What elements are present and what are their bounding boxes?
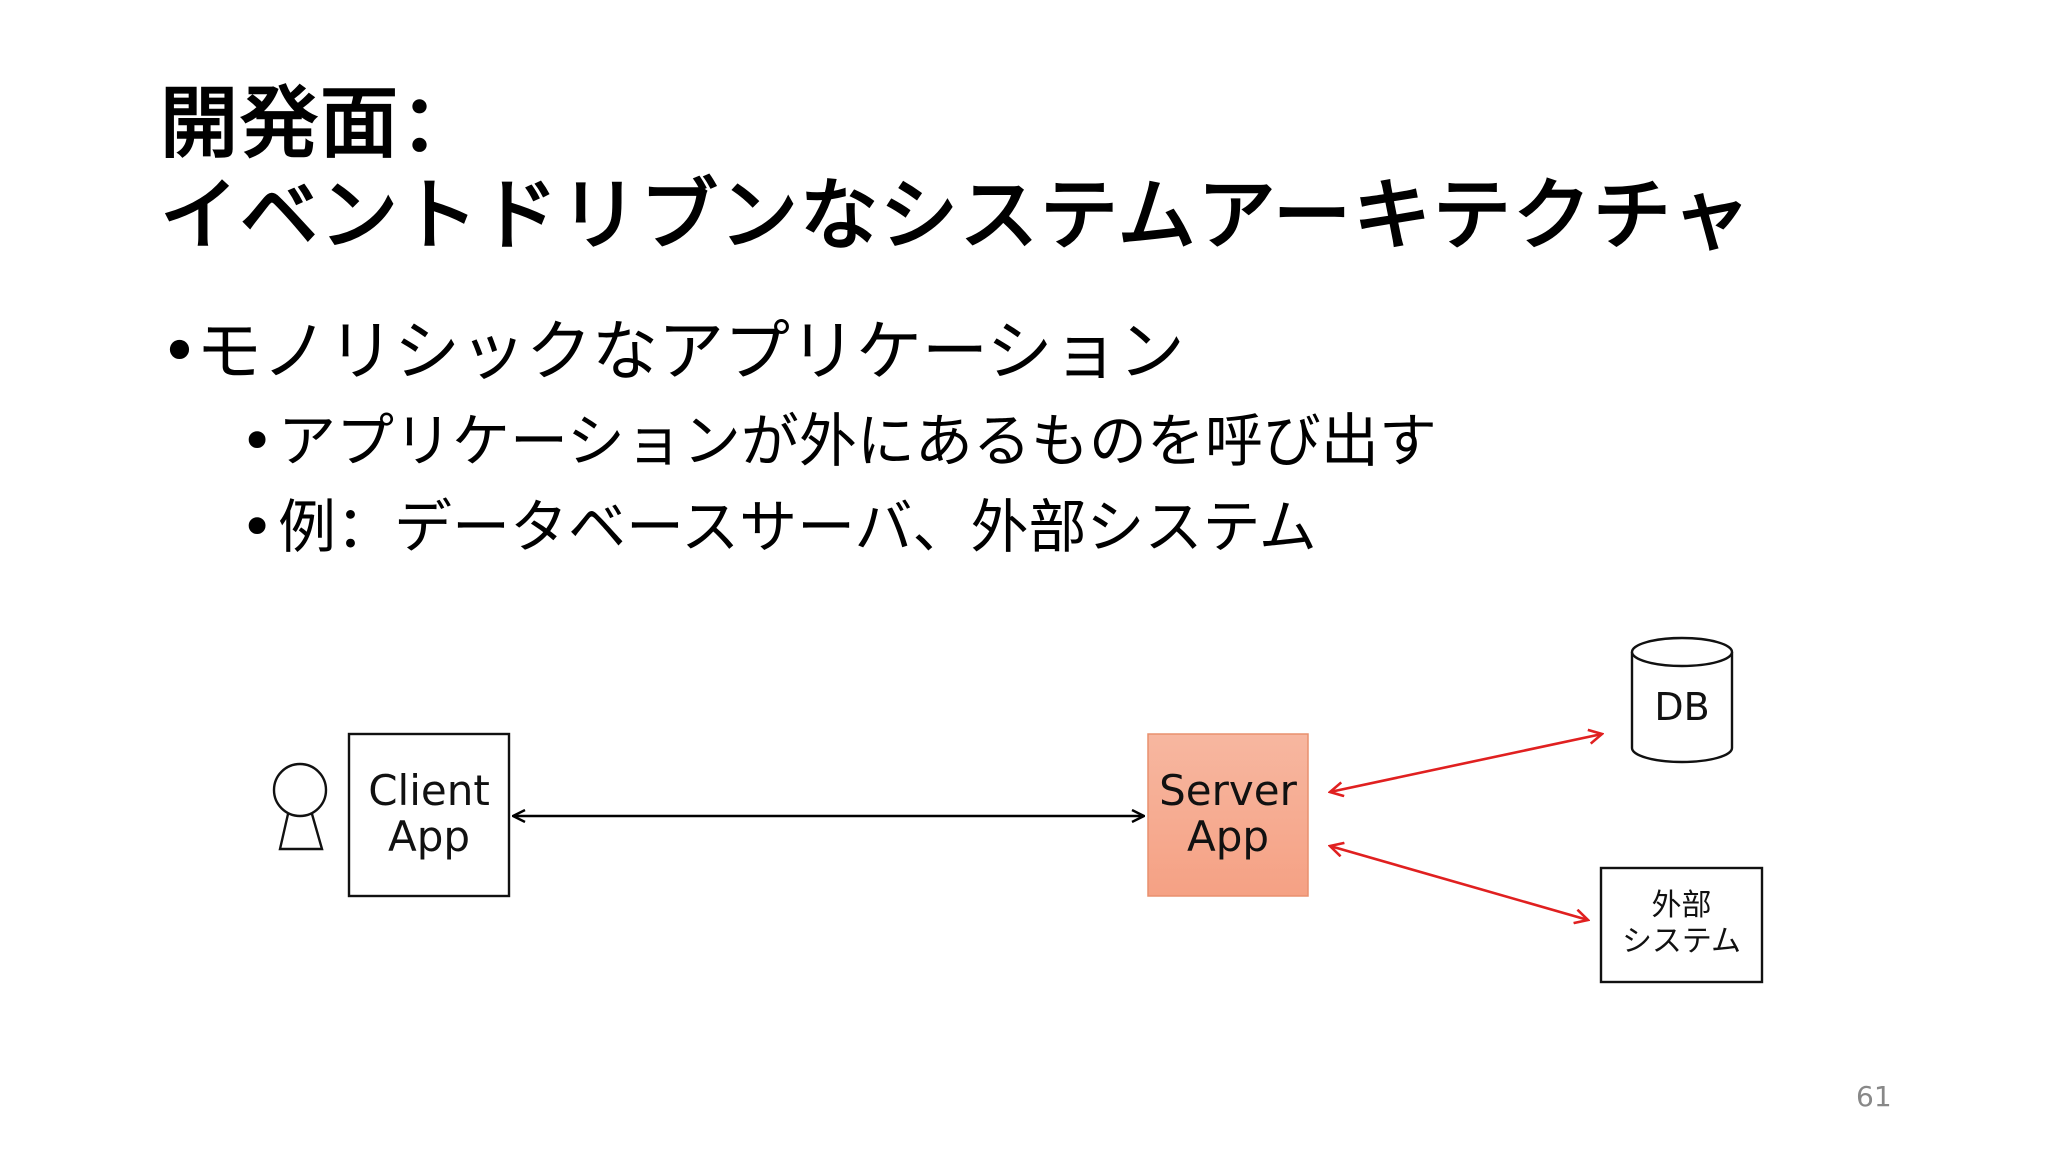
bullet-item-level1: • モノリシックなアプリケーション xyxy=(160,312,1437,392)
external-system-label: 外部 システム xyxy=(1601,888,1762,960)
bullet-dot: • xyxy=(240,493,275,561)
slide-title: 開発面： イベントドリブンなシステムアーキテクチャ xyxy=(160,78,1752,262)
bullet-list: • モノリシックなアプリケーション • アプリケーションが外にあるものを呼び出す… xyxy=(160,312,1437,570)
db-label: DB xyxy=(1632,685,1732,729)
server-label-line2: App xyxy=(1186,812,1270,861)
bullet-text: 例：データベースサーバ、外部システム xyxy=(278,493,1317,561)
server-external-arrow xyxy=(1330,846,1588,920)
external-system-box xyxy=(1599,866,1764,984)
user-icon xyxy=(272,762,328,851)
db-label-text: DB xyxy=(1654,685,1710,729)
database-cylinder-icon xyxy=(1630,636,1734,764)
bullet-text: アプリケーションが外にあるものを呼び出す xyxy=(278,407,1437,475)
client-label-line1: Client xyxy=(368,766,490,815)
bullet-item-level2: • 例：データベースサーバ、外部システム xyxy=(160,484,1437,570)
client-label-line2: App xyxy=(387,812,471,861)
page-number: 61 xyxy=(1856,1080,1892,1113)
client-app-box xyxy=(347,732,511,898)
server-db-arrow xyxy=(1330,734,1602,792)
title-line-1: 開発面： xyxy=(160,79,481,169)
bullet-dot: • xyxy=(160,313,199,390)
bullet-item-level2: • アプリケーションが外にあるものを呼び出す xyxy=(160,398,1437,484)
server-app-label: Server App xyxy=(1148,768,1308,860)
server-app-box xyxy=(1147,733,1309,897)
server-label-line1: Server xyxy=(1159,766,1297,815)
title-line-2: イベントドリブンなシステムアーキテクチャ xyxy=(160,171,1753,261)
external-label-line2: システム xyxy=(1621,924,1742,959)
client-app-label: Client App xyxy=(349,768,509,860)
bullet-dot: • xyxy=(240,407,275,475)
bullet-text: モノリシックなアプリケーション xyxy=(196,313,1185,390)
external-label-line1: 外部 xyxy=(1651,888,1712,923)
